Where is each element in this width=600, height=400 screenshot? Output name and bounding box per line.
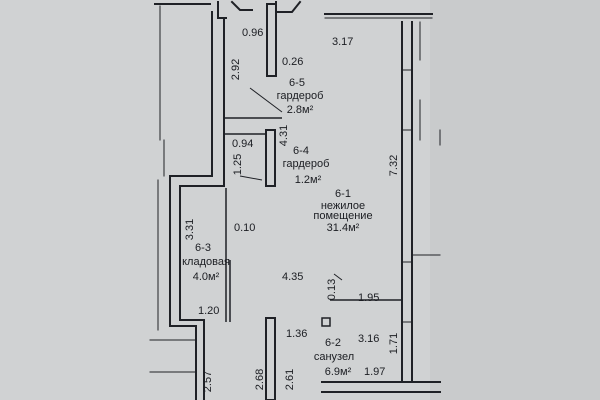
- room-6-5-area: 2.8м²: [286, 104, 314, 116]
- room-6-3-name: кладовая: [182, 256, 230, 268]
- outer-walls: [149, 0, 441, 400]
- dimension-label: 1.97: [364, 366, 386, 378]
- room-6-5-number: 6-5: [289, 77, 305, 89]
- room-6-4-area: 1.2м²: [294, 174, 322, 186]
- dimension-label: 3.17: [332, 36, 354, 48]
- room-6-1-name-line1: нежилое: [320, 200, 366, 212]
- room-6-4-name: гардероб: [282, 158, 330, 170]
- room-6-2-area: 6.9м²: [324, 366, 352, 378]
- dimension-label: 4.35: [282, 271, 304, 283]
- dimension-label: 0.10: [234, 222, 256, 234]
- dimension-label: 7.32: [388, 154, 401, 177]
- dimension-label: 0.94: [232, 138, 254, 150]
- dimension-label: 2.61: [284, 368, 297, 391]
- room-6-2-number: 6-2: [325, 337, 341, 349]
- paper-shadow: [430, 0, 600, 400]
- dimension-label: 2.92: [230, 58, 243, 81]
- dimension-label: 4.31: [278, 124, 291, 147]
- dimension-label: 1.20: [198, 305, 220, 317]
- dimension-label: 1.36: [286, 328, 308, 340]
- dimension-label: 2.57: [202, 370, 215, 393]
- room-6-5-name: гардероб: [276, 90, 324, 102]
- room-6-1-number: 6-1: [335, 188, 351, 200]
- room-6-1-area: 31.4м²: [326, 222, 360, 234]
- dimension-label: 0.13: [326, 278, 339, 301]
- dimension-label: 3.16: [358, 333, 380, 345]
- dimension-label: 1.71: [388, 332, 401, 355]
- room-6-2-name: санузел: [313, 351, 355, 363]
- dimension-label: 0.26: [282, 56, 304, 68]
- dimension-label: 1.25: [232, 153, 245, 176]
- room-6-3-number: 6-3: [195, 242, 211, 254]
- room-6-4-number: 6-4: [293, 145, 309, 157]
- room-6-1-name-line2: помещение: [313, 210, 373, 222]
- dimension-label: 0.96: [242, 27, 264, 39]
- interior-partitions: [224, 3, 402, 400]
- dimension-label: 2.68: [254, 368, 267, 391]
- dimension-label: 1.95: [358, 292, 380, 304]
- room-6-3-area: 4.0м²: [192, 271, 220, 283]
- dimension-label: 3.31: [184, 218, 197, 241]
